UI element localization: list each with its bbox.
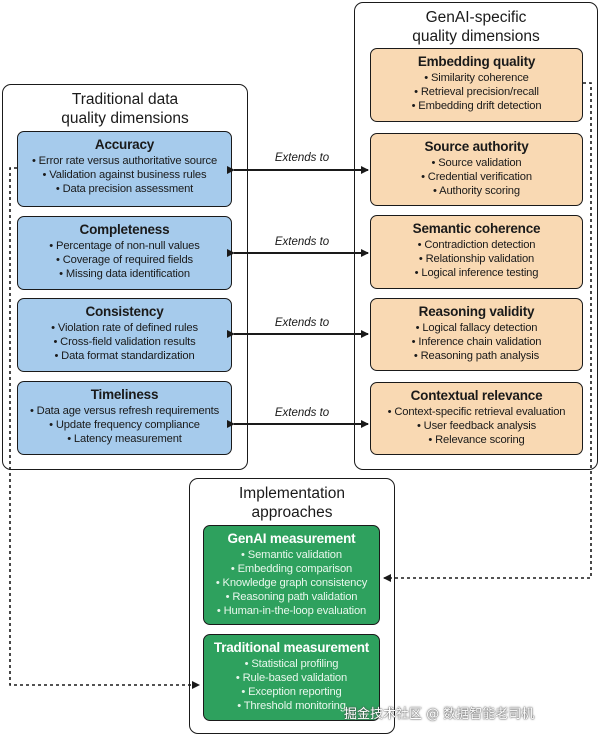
traditional-measurement-box: Traditional measurement • Statistical pr… <box>203 634 380 721</box>
semantic-coherence-item: • Relationship validation <box>418 253 535 265</box>
dotted-path-traditional <box>9 167 200 689</box>
completeness-box: Completeness • Percentage of non-null va… <box>17 216 232 290</box>
watermark: 掘金技术社区 @ 数据智能老司机 <box>344 707 535 722</box>
timeliness-item: • Update frequency compliance <box>49 419 200 431</box>
consistency-item: • Cross-field validation results <box>53 336 196 348</box>
contextual-relevance-item: • Relevance scoring <box>428 434 525 446</box>
timeliness-title: Timeliness <box>90 387 159 402</box>
consistency-item: • Violation rate of defined rules <box>51 322 198 334</box>
contextual-relevance-item: • User feedback analysis <box>416 420 537 432</box>
reasoning-validity-box: Reasoning validity • Logical fallacy det… <box>370 298 583 371</box>
contextual-relevance-item: • Context-specific retrieval evaluation <box>387 406 566 418</box>
semantic-coherence-title: Semantic coherence <box>412 221 541 236</box>
embedding-quality-box: Embedding quality • Similarity coherence… <box>370 48 583 122</box>
consistency-title: Consistency <box>85 304 164 319</box>
reasoning-validity-item: • Inference chain validation <box>411 336 542 348</box>
embedding-quality-item: • Retrieval precision/recall <box>414 86 539 98</box>
completeness-item: • Missing data identification <box>59 268 190 280</box>
source-authority-item: • Credential verification <box>421 171 532 183</box>
traditional-measurement-item: • Threshold monitoring <box>237 700 346 712</box>
contextual-relevance-box: Contextual relevance • Context-specific … <box>370 382 583 455</box>
completeness-item: • Percentage of non-null values <box>49 240 200 252</box>
extends-label: Extends to <box>274 407 330 419</box>
genai-measurement-item: • Human-in-the-loop evaluation <box>216 605 367 617</box>
consistency-box: Consistency • Violation rate of defined … <box>17 298 232 372</box>
accuracy-item: • Validation against business rules <box>42 169 207 181</box>
timeliness-item: • Data age versus refresh requirements <box>29 405 220 417</box>
reasoning-validity-title: Reasoning validity <box>418 304 535 319</box>
completeness-item: • Coverage of required fields <box>55 254 193 266</box>
semantic-coherence-box: Semantic coherence • Contradiction detec… <box>370 215 583 289</box>
semantic-coherence-item: • Logical inference testing <box>414 267 539 279</box>
contextual-relevance-title: Contextual relevance <box>410 388 543 403</box>
embedding-quality-item: • Similarity coherence <box>424 72 529 84</box>
genai-measurement-item: • Reasoning path validation <box>225 591 358 603</box>
traditional-measurement-item: • Statistical profiling <box>244 658 339 670</box>
timeliness-box: Timeliness • Data age versus refresh req… <box>17 381 232 455</box>
traditional-measurement-item: • Rule-based validation <box>235 672 348 684</box>
extends-label: Extends to <box>274 317 330 329</box>
embedding-quality-title: Embedding quality <box>417 54 536 69</box>
traditional-panel-title: Traditional data quality dimensions <box>61 91 189 127</box>
accuracy-box: Accuracy • Error rate versus authoritati… <box>17 131 232 207</box>
extends-label: Extends to <box>274 236 330 248</box>
extends-label: Extends to <box>274 152 330 164</box>
consistency-item: • Data format standardization <box>54 350 195 362</box>
genai-measurement-item: • Knowledge graph consistency <box>215 577 368 589</box>
genai-measurement-title: GenAI measurement <box>227 531 356 546</box>
source-authority-item: • Authority scoring <box>433 185 520 197</box>
source-authority-item: • Source validation <box>431 157 522 169</box>
implementation-panel-title: Implementation approaches <box>239 485 345 521</box>
timeliness-item: • Latency measurement <box>67 433 182 445</box>
source-authority-box: Source authority • Source validation • C… <box>370 133 583 206</box>
genai-measurement-box: GenAI measurement • Semantic validation … <box>203 525 380 625</box>
traditional-measurement-title: Traditional measurement <box>213 640 370 655</box>
reasoning-validity-item: • Reasoning path analysis <box>413 350 540 362</box>
semantic-coherence-item: • Contradiction detection <box>417 239 536 251</box>
dotted-path-genai <box>383 82 592 582</box>
accuracy-item: • Error rate versus authoritative source <box>31 155 218 167</box>
traditional-measurement-item: • Exception reporting <box>241 686 342 698</box>
genai-panel-title: GenAI-specific quality dimensions <box>412 9 540 45</box>
genai-measurement-item: • Semantic validation <box>241 549 342 561</box>
accuracy-item: • Data precision assessment <box>55 183 194 195</box>
source-authority-title: Source authority <box>424 139 529 154</box>
reasoning-validity-item: • Logical fallacy detection <box>415 322 538 334</box>
embedding-quality-item: • Embedding drift detection <box>411 100 542 112</box>
genai-measurement-item: • Embedding comparison <box>230 563 353 575</box>
completeness-title: Completeness <box>79 222 170 237</box>
accuracy-title: Accuracy <box>94 137 155 152</box>
